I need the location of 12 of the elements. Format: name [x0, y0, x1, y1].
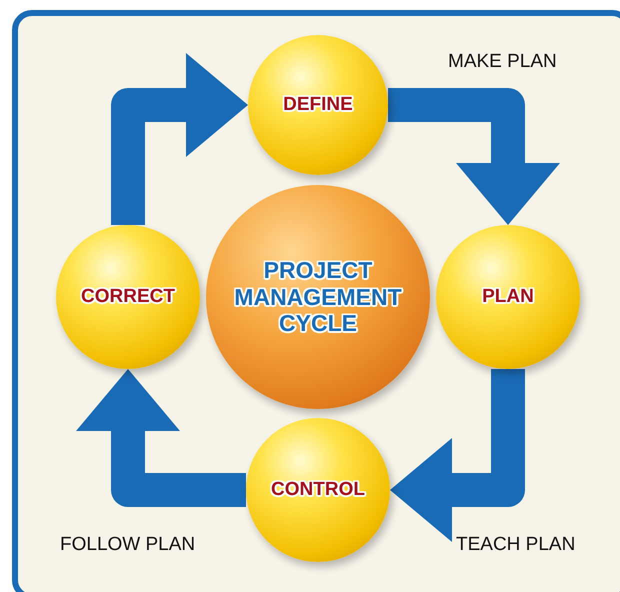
stage-label: MAKE PLAN — [448, 51, 557, 73]
stage-label: FOLLOW PLAN — [60, 534, 196, 556]
circle-label: PROJECT MANAGEMENT CYCLE — [233, 257, 403, 337]
arrow — [76, 369, 246, 507]
arrow — [111, 53, 248, 225]
stage-label: TEACH PLAN — [456, 534, 576, 556]
arrow — [388, 88, 560, 225]
circle-label: CORRECT — [81, 286, 175, 308]
arrow — [390, 369, 525, 542]
circle-label: PLAN — [482, 286, 534, 308]
circle-label: CONTROL — [271, 479, 365, 501]
circle-label: DEFINE — [283, 94, 353, 116]
